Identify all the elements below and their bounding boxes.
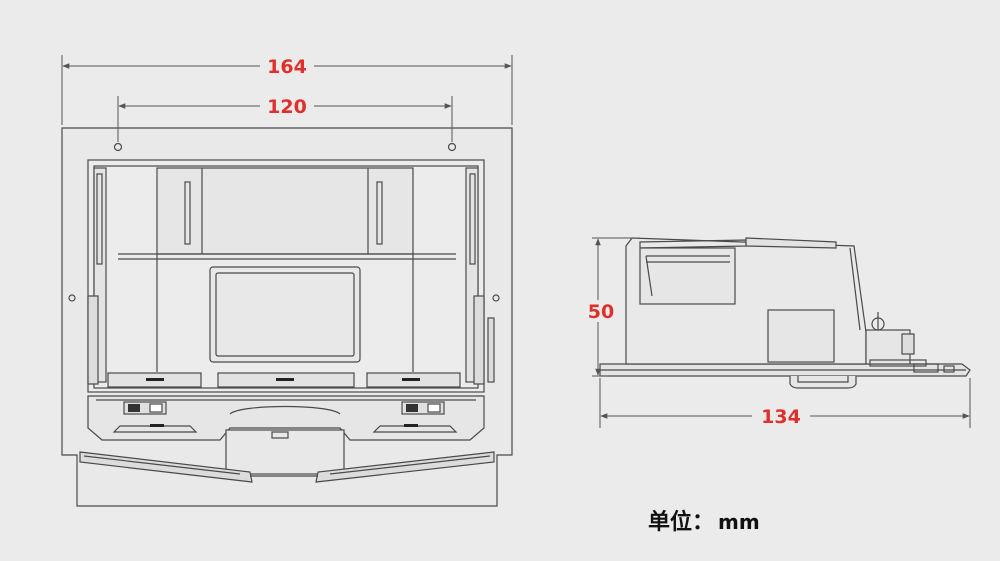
side-top-window bbox=[639, 247, 736, 305]
bottom-wedge-right bbox=[315, 451, 495, 483]
front-view bbox=[61, 127, 513, 507]
unit-value: mm bbox=[718, 510, 760, 534]
center-tab bbox=[225, 429, 345, 475]
dim-overall-width: 164 bbox=[267, 56, 307, 78]
mount-hole-top-right bbox=[447, 142, 457, 152]
unit-label-text: 单位： bbox=[648, 510, 715, 535]
center-window bbox=[209, 266, 361, 363]
mount-hole-right bbox=[492, 294, 500, 302]
side-middle-window bbox=[767, 309, 835, 363]
upper-block bbox=[156, 167, 414, 255]
lower-panel bbox=[87, 395, 485, 441]
unit-label: 单位：mm bbox=[648, 504, 760, 536]
mount-hole-left bbox=[68, 294, 76, 302]
mount-hole-top-left bbox=[113, 142, 123, 152]
bottom-wedge-left bbox=[79, 451, 253, 483]
dim-side-height: 50 bbox=[588, 301, 614, 323]
dim-side-length: 134 bbox=[761, 406, 801, 428]
dim-hole-spacing: 120 bbox=[267, 96, 307, 118]
side-view bbox=[599, 237, 971, 389]
